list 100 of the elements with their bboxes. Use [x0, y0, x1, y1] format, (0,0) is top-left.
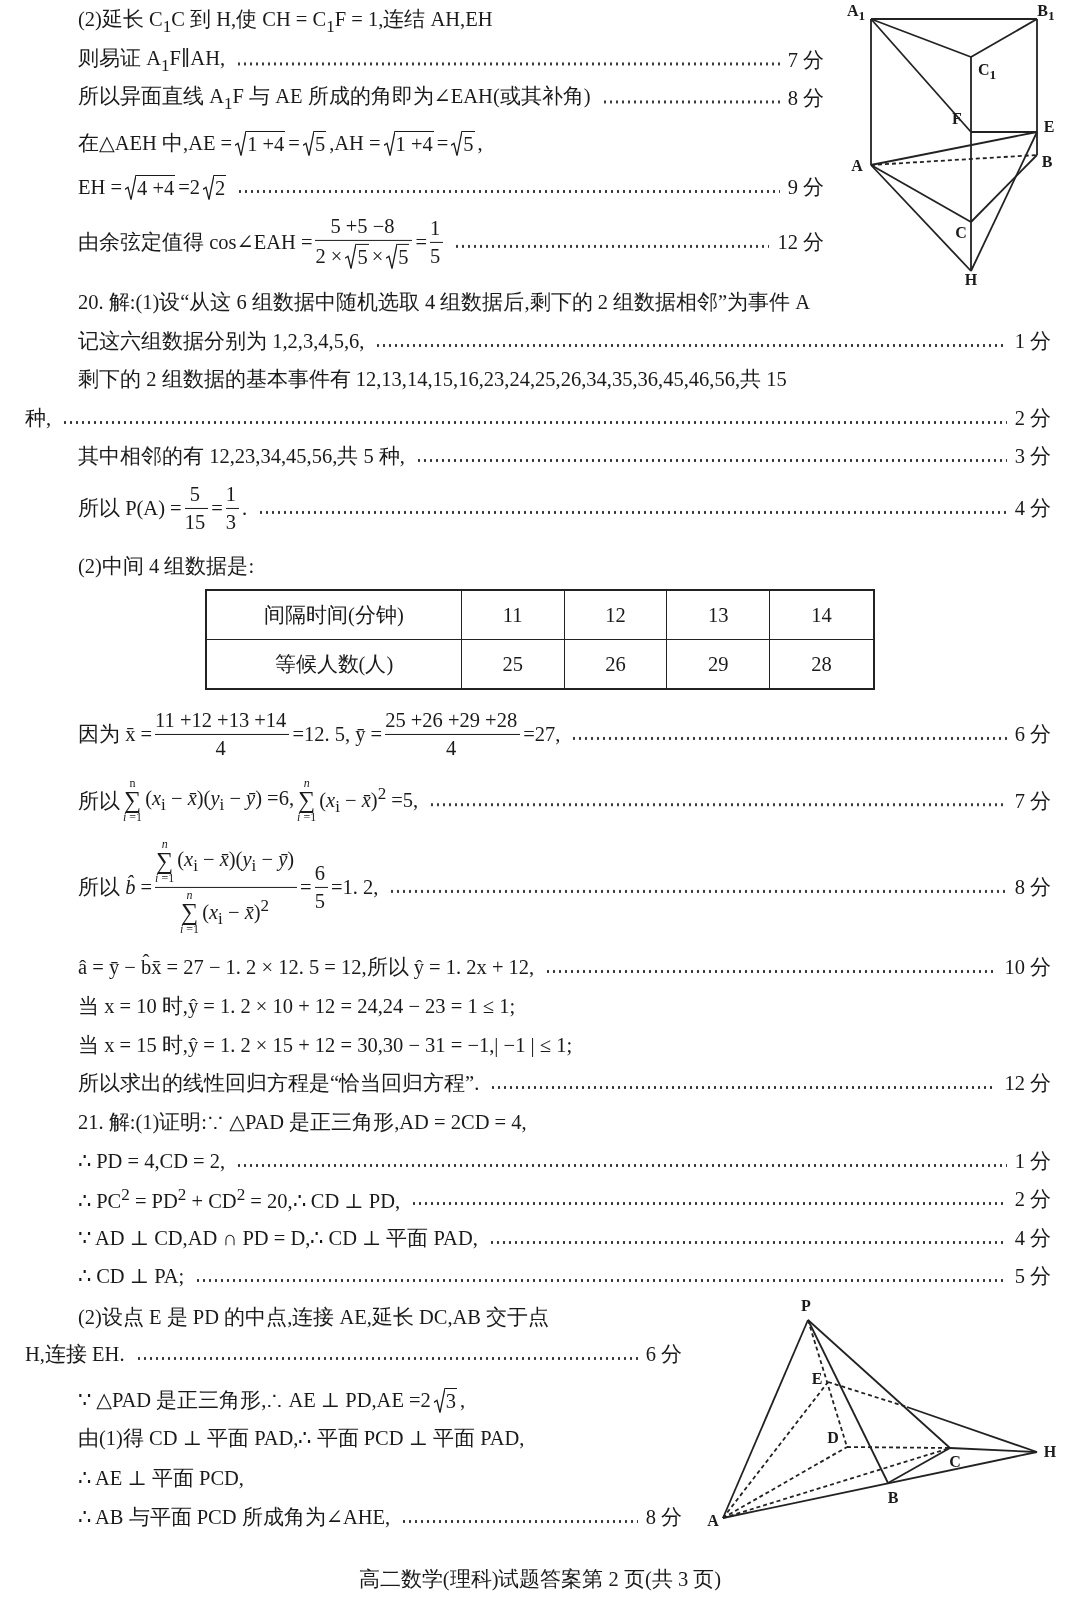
- math-text: EH =: [78, 175, 122, 199]
- point-label: C$_{1}$: [977, 60, 997, 84]
- math-text: =: [211, 496, 223, 520]
- point-label: A: [707, 1512, 719, 1530]
- math-text: ,: [460, 1388, 466, 1412]
- math-text: =2: [178, 175, 200, 199]
- score-mark: 7 分: [787, 48, 824, 73]
- math-text: 所以 b̂ =: [78, 874, 153, 900]
- score-mark: 4 分: [1014, 1226, 1051, 1251]
- math-text: =12. 5, ȳ =: [292, 722, 383, 746]
- score-mark: 8 分: [787, 86, 824, 111]
- fraction-numerator: 1: [225, 482, 236, 506]
- radicand: 5: [313, 130, 327, 157]
- point-label: E: [811, 1370, 823, 1388]
- point-label: B: [887, 1489, 899, 1507]
- math-text: (x$_{i}$ − x̄)$^{2}$ =5,: [319, 784, 419, 818]
- math-text: =: [436, 131, 449, 155]
- math-text: 由(1)得 CD ⊥ 平面 PAD,∴ 平面 PCD ⊥ 平面 PAD,: [78, 1426, 525, 1451]
- math-text: 所以: [78, 789, 120, 814]
- sum-lower-limit: i =1: [297, 812, 317, 824]
- score-mark: 8 分: [645, 1505, 682, 1530]
- radicand: 4 +4: [136, 174, 176, 201]
- math-text: ∵ △PAD 是正三角形,∴ AE ⊥ PD,AE =2: [78, 1388, 431, 1413]
- fraction-denominator: 4: [215, 736, 226, 760]
- math-text: ∵ AD ⊥ CD,AD ∩ PD = D,∴ CD ⊥ 平面 PAD,: [78, 1226, 478, 1251]
- fraction-numerator: 6: [314, 861, 325, 885]
- point-label: H: [1043, 1443, 1057, 1461]
- fraction-denominator: (x$_{i}$ − x̄)$^{2}$: [202, 896, 270, 929]
- score-mark: 10 分: [1004, 955, 1051, 980]
- math-text: =: [288, 131, 300, 155]
- score-mark: 7 分: [1014, 789, 1051, 814]
- fraction-denominator: 5: [314, 889, 325, 913]
- math-text: ,AH =: [329, 131, 381, 155]
- radicand: 5: [397, 243, 410, 270]
- score-mark: 1 分: [1014, 1149, 1051, 1174]
- fraction-denominator: 4: [446, 736, 457, 760]
- radicand: 2: [214, 174, 227, 201]
- fraction-numerator: (x$_{i}$ − x̄)(y$_{i}$ − ȳ): [177, 847, 295, 876]
- fraction-denominator: ×: [371, 244, 384, 268]
- math-text: 记这六组数据分别为 1,2,3,4,5,6,: [78, 329, 365, 354]
- score-mark: 2 分: [1014, 1187, 1051, 1212]
- fraction-denominator: 2 ×: [315, 244, 343, 268]
- math-text: =1. 2,: [330, 875, 379, 899]
- math-text: ∴ AE ⊥ 平面 PCD,: [78, 1466, 244, 1491]
- point-label: E: [1043, 118, 1055, 136]
- math-text: 所以异面直线 A$_{1}$F 与 AE 所成的角即为∠EAH(或其补角): [78, 84, 591, 114]
- math-text: ∴ PD = 4,CD = 2,: [78, 1149, 226, 1173]
- score-mark: 12 分: [1004, 1071, 1051, 1096]
- sum-sign: ∑: [124, 789, 142, 813]
- math-text: 20. 解:(1)设“从这 6 组数据中随机选取 4 组数据后,剩下的 2 组数据相邻”为事件 A: [78, 290, 811, 316]
- point-label: A: [851, 157, 863, 175]
- math-text: 当 x = 10 时,ŷ = 1. 2 × 10 + 12 = 24,24 − 23 = 1 ≤ 1;: [78, 994, 516, 1020]
- math-text: =27,: [523, 722, 561, 746]
- score-mark: 6 分: [1014, 722, 1051, 747]
- sum-sign: ∑: [181, 900, 199, 924]
- point-label: B: [1041, 153, 1053, 171]
- fraction-numerator: 25 +26 +29 +28: [385, 708, 518, 732]
- math-text: â = ȳ − b̂x̄ = 27 − 1. 2 × 12. 5 = 12,所以 ŷ = 1. 2x + 12,: [78, 953, 535, 981]
- math-text: 由余弦定值得 cos∠EAH =: [78, 230, 313, 255]
- radicand: 3: [444, 1387, 458, 1414]
- point-label: C: [955, 224, 967, 242]
- score-mark: 4 分: [1014, 496, 1051, 521]
- math-text: 其中相邻的有 12,23,34,45,56,共 5 种,: [78, 444, 405, 469]
- sum-upper-limit: n: [186, 889, 193, 901]
- math-text: .: [242, 496, 248, 520]
- table-cell: 13: [666, 590, 770, 640]
- math-text: ∴ CD ⊥ PA;: [78, 1264, 185, 1288]
- math-text: ∴ AB 与平面 PCD 所成角为∠AHE,: [78, 1505, 391, 1530]
- fraction-denominator: 15: [184, 510, 206, 534]
- score-mark: 6 分: [645, 1342, 682, 1367]
- point-label: C: [949, 1453, 961, 1471]
- fraction-numerator: 5: [189, 482, 201, 506]
- point-label: P: [801, 1297, 811, 1315]
- math-text: (2)设点 E 是 PD 的中点,连接 AE,延长 DC,AB 交于点: [78, 1305, 550, 1330]
- math-text: 则易证 A$_{1}$F∥AH,: [78, 46, 226, 76]
- sum-upper-limit: n: [161, 838, 168, 851]
- radicand: 1 +4: [246, 130, 286, 157]
- math-text: (x$_{i}$ − x̄)(y$_{i}$ − ȳ) =6,: [145, 786, 295, 816]
- table-cell: 间隔时间(分钟): [206, 590, 462, 640]
- radicand: 5: [462, 130, 475, 157]
- math-text: 剩下的 2 组数据的基本事件有 12,13,14,15,16,23,24,25,26,34,35,36,45,46,56,共 15: [78, 367, 787, 392]
- score-mark: 1 分: [1014, 329, 1051, 354]
- fraction-denominator: 3: [225, 510, 236, 534]
- sum-sign: ∑: [156, 850, 174, 874]
- math-text: =: [415, 230, 427, 254]
- math-text: 种,: [25, 406, 52, 431]
- math-text: =: [300, 875, 312, 899]
- point-label: A$_{1}$: [846, 1, 866, 25]
- score-mark: 9 分: [787, 175, 824, 200]
- point-label: H: [964, 271, 978, 289]
- sum-upper-limit: n: [129, 778, 136, 790]
- radicand: 5: [356, 243, 369, 270]
- fraction-numerator: 11 +12 +13 +14: [155, 708, 287, 732]
- table-cell: 11: [461, 590, 565, 640]
- math-text: 当 x = 15 时,ŷ = 1. 2 × 15 + 12 = 30,30 − 31 = −1,| −1 | ≤ 1;: [78, 1033, 573, 1059]
- score-mark: 8 分: [1014, 875, 1051, 900]
- radicand: 1 +4: [394, 130, 434, 157]
- math-text: H,连接 EH.: [25, 1342, 125, 1367]
- math-text: 所以求出的线性回归方程是“恰当回归方程”.: [78, 1071, 480, 1096]
- math-text: (2)中间 4 组数据是:: [78, 554, 255, 579]
